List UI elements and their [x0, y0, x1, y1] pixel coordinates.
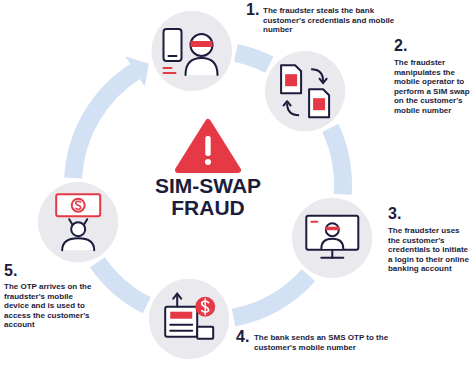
- step-circle-outline: [152, 11, 232, 91]
- sms-terminal-icon: [165, 294, 215, 339]
- thief-phone-icon: [164, 29, 218, 75]
- step-node: 4.The bank sends an SMS OTP to the custo…: [149, 279, 229, 359]
- step-node: 2.The fraudster manipulates the mobile o…: [265, 51, 345, 131]
- step-node: 1.The fraudster steals the bank customer…: [152, 11, 232, 91]
- otp-devil-icon: [56, 194, 100, 250]
- step-number: 4.: [236, 329, 249, 346]
- step-description: The fraudster uses the customer's creden…: [388, 226, 470, 274]
- ring-connector: [236, 53, 269, 65]
- ring-connector: [330, 128, 343, 195]
- step-node: 3.The fraudster uses the customer's cred…: [292, 198, 372, 278]
- diagram-title: SIM-SWAP FRAUD: [143, 175, 273, 219]
- step-circle-outline: [38, 182, 118, 262]
- step-number: 1.: [246, 2, 259, 19]
- step-circle-outline: [292, 198, 372, 278]
- arrow-head: [125, 56, 149, 86]
- warning-triangle: [178, 122, 238, 170]
- step-number: 5.: [4, 263, 17, 280]
- step-description: The OTP arrives on the fraudster's mobil…: [4, 282, 92, 330]
- ring-band: [236, 53, 269, 65]
- login-screen-icon: [306, 216, 358, 258]
- step-node: 5.The OTP arrives on the fraudster's mob…: [38, 182, 118, 262]
- step-description: The fraudster manipulates the mobile ope…: [394, 58, 470, 116]
- ring-band: [73, 71, 136, 178]
- ring-band: [97, 262, 146, 305]
- step-number: 3.: [388, 206, 401, 223]
- step-number: 2.: [394, 38, 407, 55]
- ring-connector: [97, 262, 146, 305]
- step-description: The bank sends an SMS OTP to the custome…: [254, 333, 394, 352]
- ring-connector: [73, 71, 136, 178]
- step-circle-outline: [149, 279, 229, 359]
- ring-band: [234, 275, 309, 317]
- sim-cards-icon: [281, 65, 329, 117]
- ring-connector: [234, 275, 309, 317]
- ring-band: [330, 128, 343, 195]
- step-discs: [38, 11, 372, 359]
- step-circle-outline: [265, 51, 345, 131]
- step-description: The fraudster steals the bank customer's…: [263, 6, 398, 35]
